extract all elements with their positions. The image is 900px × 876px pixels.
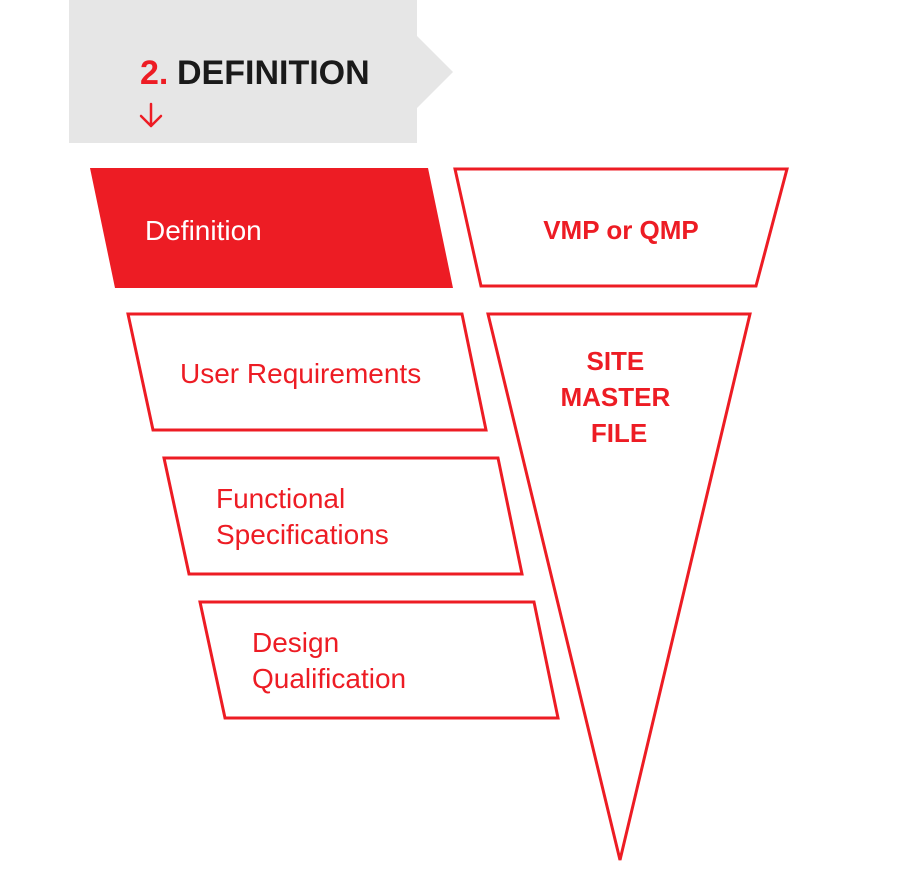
header-background xyxy=(69,0,453,143)
doc-site-master-file: SITE MASTER FILE xyxy=(486,312,752,861)
step-design-qualification: Design Qualification xyxy=(198,600,560,720)
header-banner: 2. DEFINITION xyxy=(69,0,453,143)
step-definition-shape xyxy=(90,168,453,288)
step-definition: Definition xyxy=(90,168,453,288)
doc-vmp-qmp: VMP or QMP xyxy=(453,167,789,288)
doc-vmp-qmp-label: VMP or QMP xyxy=(543,215,699,245)
step-functional-specifications-label: Functional Specifications xyxy=(216,483,389,550)
step-functional-specifications-shape xyxy=(162,456,524,576)
step-design-qualification-shape xyxy=(198,600,560,720)
header-title: DEFINITION xyxy=(177,54,370,92)
doc-vmp-qmp-shape xyxy=(453,167,789,288)
doc-site-master-file-shape xyxy=(486,312,752,861)
header-number: 2. xyxy=(140,54,168,92)
step-functional-specifications: Functional Specifications xyxy=(162,456,524,576)
step-user-requirements-label: User Requirements xyxy=(180,358,421,389)
step-user-requirements: User Requirements xyxy=(126,312,488,432)
step-user-requirements-shape xyxy=(126,312,488,432)
doc-site-master-file-label: SITE MASTER FILE xyxy=(560,346,677,448)
step-design-qualification-label: Design Qualification xyxy=(252,627,406,694)
step-definition-label: Definition xyxy=(145,215,262,246)
arrow-down-icon xyxy=(139,102,163,128)
